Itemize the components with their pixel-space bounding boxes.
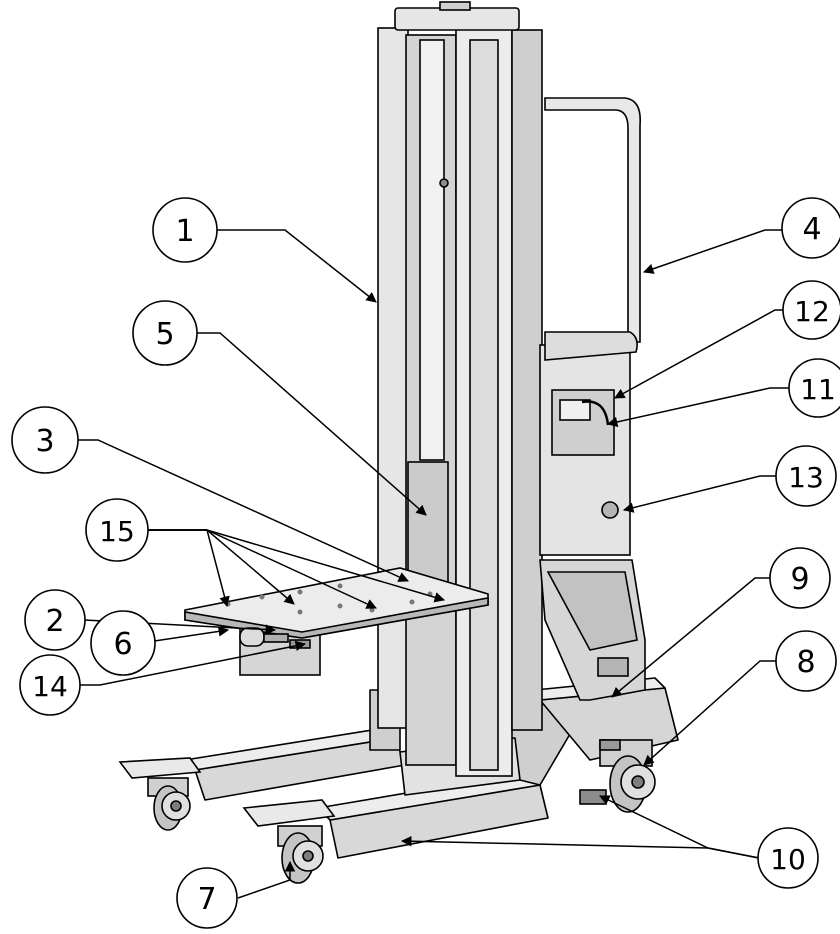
rear-housing xyxy=(539,97,646,751)
plate-holes xyxy=(225,583,433,615)
leader-7 xyxy=(237,860,296,899)
mast-side-panel xyxy=(511,29,543,731)
brake-lever xyxy=(597,657,629,677)
callout-4-label: 4 xyxy=(802,212,821,247)
callout-2: 2 xyxy=(24,589,86,651)
callout-12: 12 xyxy=(782,280,840,340)
callout-12-label: 12 xyxy=(794,295,830,328)
leader-15a xyxy=(147,529,230,608)
callout-7: 7 xyxy=(176,867,238,929)
leader-14 xyxy=(78,640,307,686)
callout-11: 11 xyxy=(788,358,840,418)
leader-15d xyxy=(147,529,446,603)
leader-9 xyxy=(611,577,772,698)
callout-15-label: 15 xyxy=(99,515,135,548)
mast-top-cap xyxy=(394,7,520,31)
callout-3-label: 3 xyxy=(35,424,54,459)
leader-11 xyxy=(606,387,790,428)
callout-5-label: 5 xyxy=(155,317,174,352)
callout-10: 10 xyxy=(757,827,819,889)
push-handle xyxy=(544,97,642,343)
callout-15: 15 xyxy=(85,498,149,562)
callout-1: 1 xyxy=(152,197,218,263)
lock-knob xyxy=(239,627,265,647)
leader-4 xyxy=(643,229,782,274)
callout-9: 9 xyxy=(769,547,831,609)
callout-bubbles: 1 2 3 4 5 6 7 8 9 10 11 12 13 14 15 xyxy=(11,197,840,929)
callout-13-label: 13 xyxy=(788,461,824,494)
rear-left-caster xyxy=(118,757,202,831)
leader-lines xyxy=(78,229,794,899)
callout-7-label: 7 xyxy=(197,882,216,917)
leader-10b xyxy=(599,795,760,859)
leader-8 xyxy=(643,660,777,766)
leader-1 xyxy=(216,229,377,303)
callout-6: 6 xyxy=(90,610,156,676)
leader-12 xyxy=(614,309,794,399)
callout-8-label: 8 xyxy=(796,645,815,680)
callout-11-label: 11 xyxy=(800,373,836,406)
callout-2-label: 2 xyxy=(45,604,64,639)
leader-5 xyxy=(196,332,427,516)
key-switch xyxy=(601,501,619,519)
callout-3: 3 xyxy=(11,406,79,474)
callout-14-label: 14 xyxy=(32,670,68,703)
leader-10a xyxy=(400,835,760,859)
callout-4: 4 xyxy=(781,197,840,259)
platform xyxy=(184,567,489,676)
mast-slot xyxy=(419,39,445,461)
front-caster xyxy=(242,799,336,884)
callout-9-label: 9 xyxy=(790,562,809,597)
callout-8: 8 xyxy=(775,630,837,692)
callout-10-label: 10 xyxy=(770,843,806,876)
leader-13 xyxy=(622,475,779,513)
callout-14: 14 xyxy=(19,654,81,716)
leader-3 xyxy=(78,439,409,582)
callout-6-label: 6 xyxy=(113,627,132,662)
mast-front-groove xyxy=(469,39,499,771)
callout-1-label: 1 xyxy=(175,214,194,249)
callout-5: 5 xyxy=(132,300,198,366)
mast xyxy=(377,1,543,777)
callout-13: 13 xyxy=(775,445,837,507)
